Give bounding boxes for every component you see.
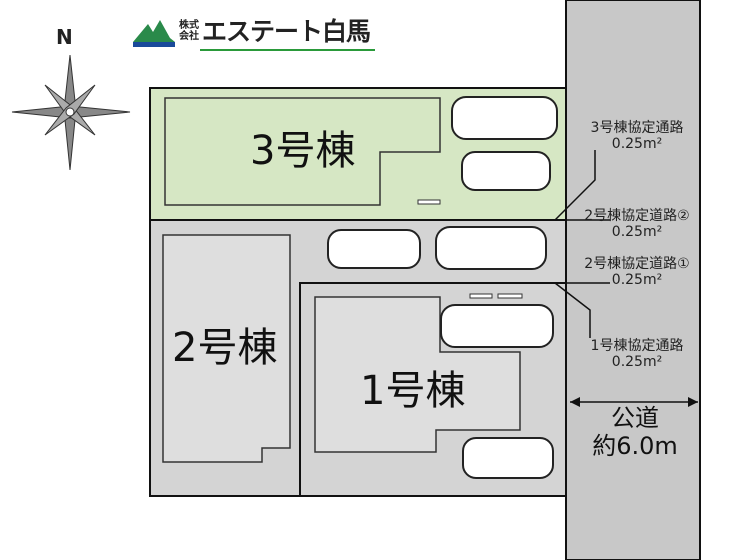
compass-icon bbox=[11, 54, 131, 171]
easement-1-area: 0.25m² bbox=[611, 354, 663, 371]
public-road bbox=[565, 0, 701, 560]
easement-3-label: 3号棟協定通路 bbox=[590, 120, 684, 136]
building-1 bbox=[314, 296, 521, 453]
step-3 bbox=[417, 199, 441, 205]
easement-3-area: 0.25m² bbox=[611, 136, 663, 153]
logo-mark bbox=[133, 20, 375, 51]
road-label: 公道 bbox=[611, 404, 659, 432]
logo-name: エステート白馬 bbox=[202, 17, 371, 46]
easement-2b-label: 2号棟協定道路② bbox=[584, 208, 690, 224]
building-2 bbox=[162, 234, 291, 463]
easement-leaders bbox=[554, 150, 610, 338]
parked-cars bbox=[327, 96, 558, 479]
north-label: N bbox=[56, 25, 73, 49]
easement-1-label: 1号棟協定通路 bbox=[590, 338, 684, 354]
building-3 bbox=[164, 97, 441, 206]
lot-1-boundary bbox=[299, 282, 566, 496]
easement-2a-area: 0.25m² bbox=[611, 272, 663, 289]
easement-2b-area: 0.25m² bbox=[611, 224, 663, 241]
logo-prefix: 株式会社 bbox=[179, 20, 199, 42]
road-width: 約6.0m bbox=[592, 431, 678, 460]
lot-1-label: 1号棟 bbox=[360, 368, 466, 414]
lot-2-label: 2号棟 bbox=[172, 325, 278, 371]
lot-3-label: 3号棟 bbox=[250, 128, 356, 174]
easement-2a-label: 2号棟協定道路① bbox=[584, 256, 690, 272]
